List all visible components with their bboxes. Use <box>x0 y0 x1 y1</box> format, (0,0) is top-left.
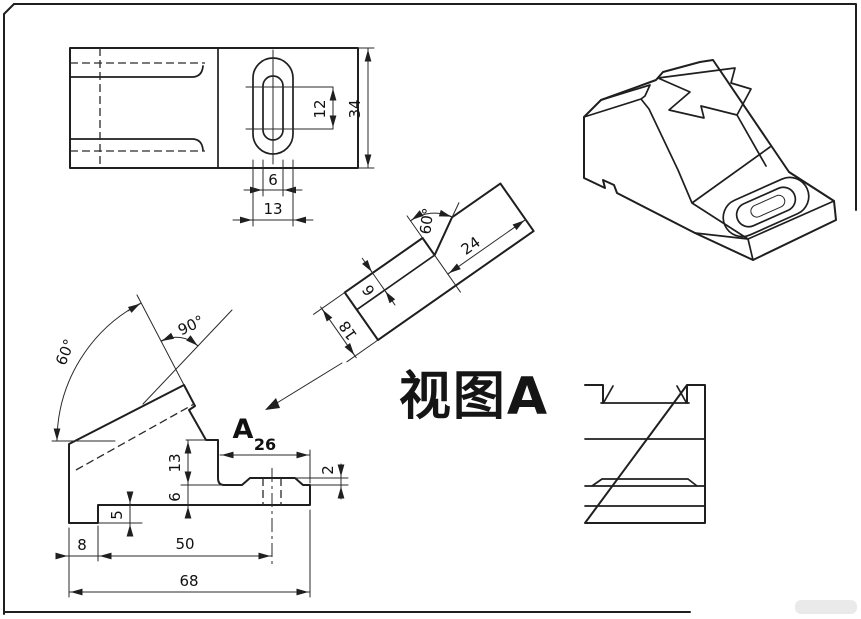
slot-centerlines <box>245 49 334 165</box>
iso-slot-counterbore <box>722 176 810 238</box>
aux-groove-shoulder <box>355 254 436 311</box>
view-a-arrow <box>265 362 343 410</box>
view-direction-construction-line <box>142 309 233 405</box>
top-view: 12 34 6 13 <box>69 47 375 227</box>
side-view-notch <box>600 385 690 404</box>
dim-60deg-aux: 60° <box>416 207 437 236</box>
side-view-outline <box>584 384 706 524</box>
isometric-view <box>583 59 837 261</box>
dim-34: 34 <box>346 99 364 118</box>
top-view-hidden-lines <box>70 48 205 168</box>
view-a-label: A <box>233 414 254 445</box>
side-view <box>584 384 706 524</box>
dim-12: 12 <box>311 99 329 118</box>
dim-68: 68 <box>179 572 198 590</box>
top-view-groove-upper <box>69 65 204 78</box>
dim-13-top: 13 <box>263 200 282 218</box>
dim-24: 24 <box>458 233 484 259</box>
dim-90deg: 90° <box>175 312 207 340</box>
dim-50: 50 <box>175 535 194 553</box>
iso-vee-groove-arrow <box>657 67 752 119</box>
page-border <box>3 3 857 615</box>
scan-smudge <box>795 600 857 614</box>
front-view: 60° 90° A 26 2 13 6 5 <box>51 294 349 598</box>
top-view-groove-lower <box>69 138 204 151</box>
dim-8: 8 <box>77 536 87 554</box>
dim-18: 18 <box>335 317 361 343</box>
dim-6-top: 6 <box>268 171 278 189</box>
view-a-caption: 视图A <box>399 367 549 427</box>
front-groove-hidden <box>75 403 195 471</box>
auxiliary-view-a: 18 6 24 60° <box>313 182 535 363</box>
dim-26: 26 <box>254 435 276 454</box>
slot-inner <box>262 75 284 141</box>
dim-60deg-front: 60° <box>52 336 79 367</box>
side-view-boss <box>591 478 698 487</box>
aux-outline <box>343 182 535 341</box>
dim-2: 2 <box>319 465 337 475</box>
incline-extension-line <box>136 294 185 386</box>
side-view-levels <box>584 438 706 507</box>
dim-6-front: 6 <box>166 492 184 502</box>
slot-outer <box>252 57 294 155</box>
iso-interior-edges <box>583 84 835 261</box>
dim-13-front: 13 <box>166 453 184 472</box>
dim-5: 5 <box>108 510 126 520</box>
iso-silhouette <box>583 59 837 261</box>
front-slot-hidden <box>262 478 282 505</box>
